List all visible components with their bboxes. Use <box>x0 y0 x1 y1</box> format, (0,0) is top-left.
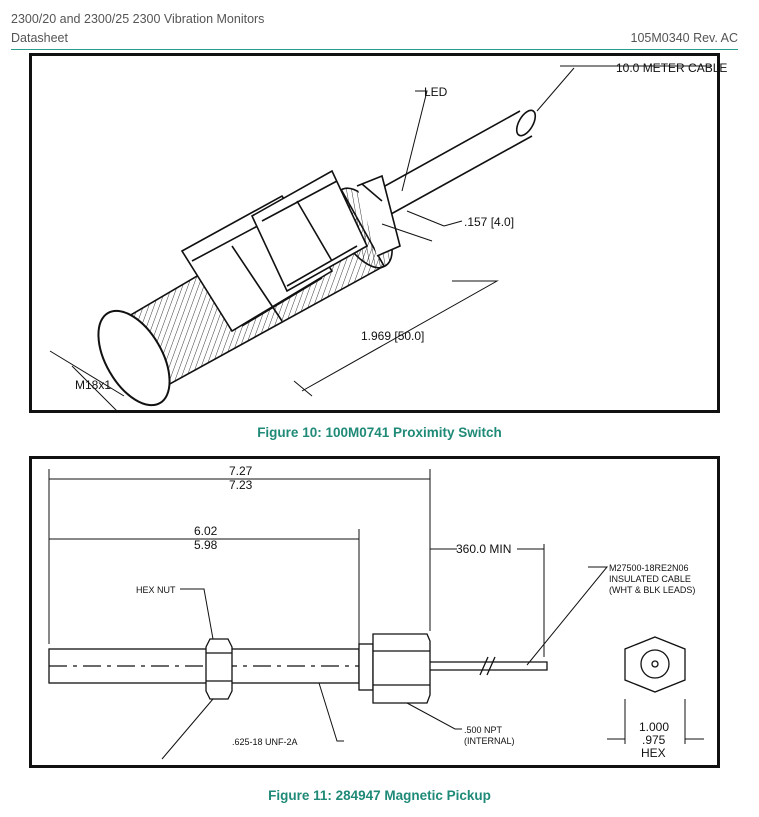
figure-11-dimension-lines <box>48 469 704 760</box>
overall-length-min: 7.23 <box>229 478 253 492</box>
body-length-min: 5.98 <box>194 538 218 552</box>
npt-label: .500 NPT <box>464 725 503 735</box>
figure-10-caption: Figure 10: 100M0741 Proximity Switch <box>257 425 502 440</box>
header-doc-number: 105M0340 Rev. AC <box>630 31 738 45</box>
thread-label: M18x1 <box>75 378 111 392</box>
npt-note-label: (INTERNAL) <box>464 736 515 746</box>
magnetic-pickup-drawing: 7.27 7.23 6.02 5.98 360.0 MIN HEX NUT M2… <box>48 464 704 760</box>
hex-size-min: .975 <box>642 733 666 747</box>
body-length-max: 6.02 <box>194 524 218 538</box>
header-subtitle: Datasheet <box>11 31 68 45</box>
thickness-label: .157 [4.0] <box>464 215 514 229</box>
cable-leads-label: (WHT & BLK LEADS) <box>609 585 695 595</box>
cable-min-label: 360.0 MIN <box>456 542 511 556</box>
hex-size-max: 1.000 <box>639 720 669 734</box>
cable-part-label: M27500-18RE2N06 <box>609 563 689 573</box>
led-label: LED <box>424 85 448 99</box>
figure-11-caption: Figure 11: 284947 Magnetic Pickup <box>268 788 491 803</box>
header-rule <box>11 49 738 50</box>
thread-spec-label: .625-18 UNF-2A <box>232 737 298 747</box>
hex-nut-label: HEX NUT <box>136 585 176 595</box>
length-label: 1.969 [50.0] <box>361 329 424 343</box>
proximity-switch-drawing: 10.0 METER CABLE LED .157 [4.0] 1.969 [5… <box>49 61 727 412</box>
overall-length-max: 7.27 <box>229 464 253 478</box>
figure-10-dimension-lines <box>49 65 712 412</box>
figure-10-frame: 10.0 METER CABLE LED .157 [4.0] 1.969 [5… <box>29 53 727 413</box>
magnetic-pickup-body <box>48 633 686 704</box>
hex-size-label: HEX <box>641 746 666 760</box>
proximity-switch-body <box>97 109 537 407</box>
figure-11-labels: 7.27 7.23 6.02 5.98 360.0 MIN HEX NUT M2… <box>136 464 695 760</box>
cable-desc-label: INSULATED CABLE <box>609 574 691 584</box>
figure-11-frame: 7.27 7.23 6.02 5.98 360.0 MIN HEX NUT M2… <box>29 456 720 768</box>
header-title: 2300/20 and 2300/25 2300 Vibration Monit… <box>11 12 265 26</box>
cable-length-label: 10.0 METER CABLE <box>616 61 727 75</box>
